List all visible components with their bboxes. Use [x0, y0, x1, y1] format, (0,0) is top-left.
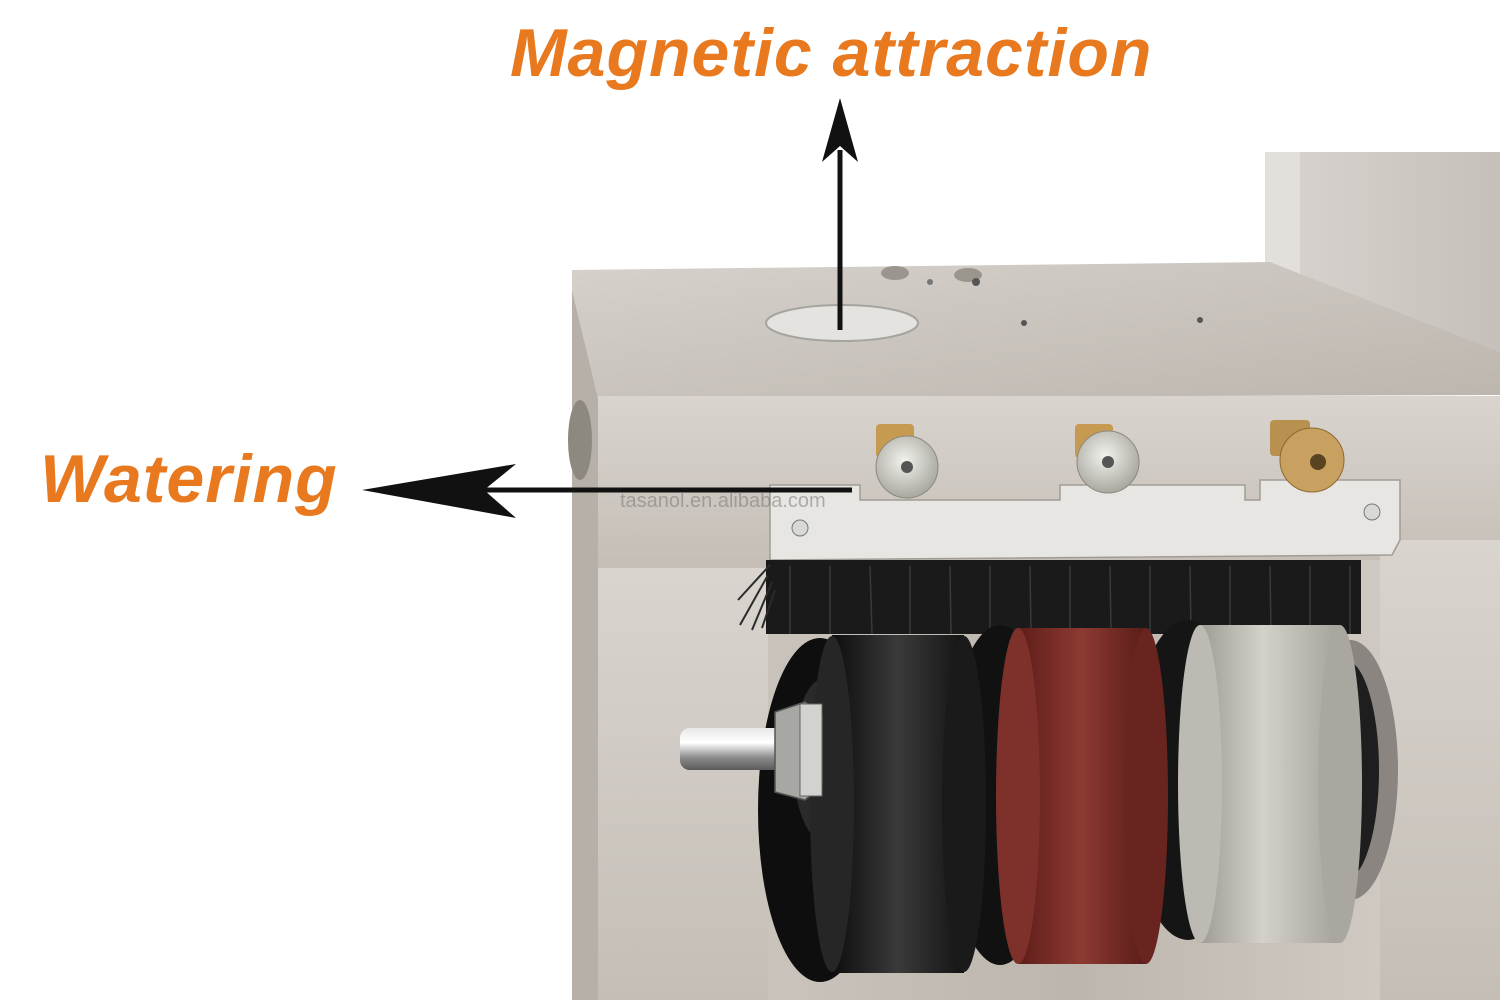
housing-top [572, 262, 1500, 398]
watering-label: Watering [40, 441, 338, 517]
water-nozzle-1 [875, 424, 939, 499]
shaft-nut [680, 701, 823, 801]
watermark-text: tasanol.en.alibaba.com [620, 490, 826, 512]
water-nozzle-3 [1270, 420, 1345, 493]
black-polishing-wheel [758, 635, 986, 982]
magnetic-attraction-label: Magnetic attraction [510, 15, 1153, 91]
brush-strip [737, 560, 1361, 635]
magnetic-arrow [822, 98, 858, 330]
water-nozzle-bar [769, 479, 1401, 561]
watering-arrow [362, 464, 852, 518]
water-nozzle-2 [1075, 424, 1140, 494]
